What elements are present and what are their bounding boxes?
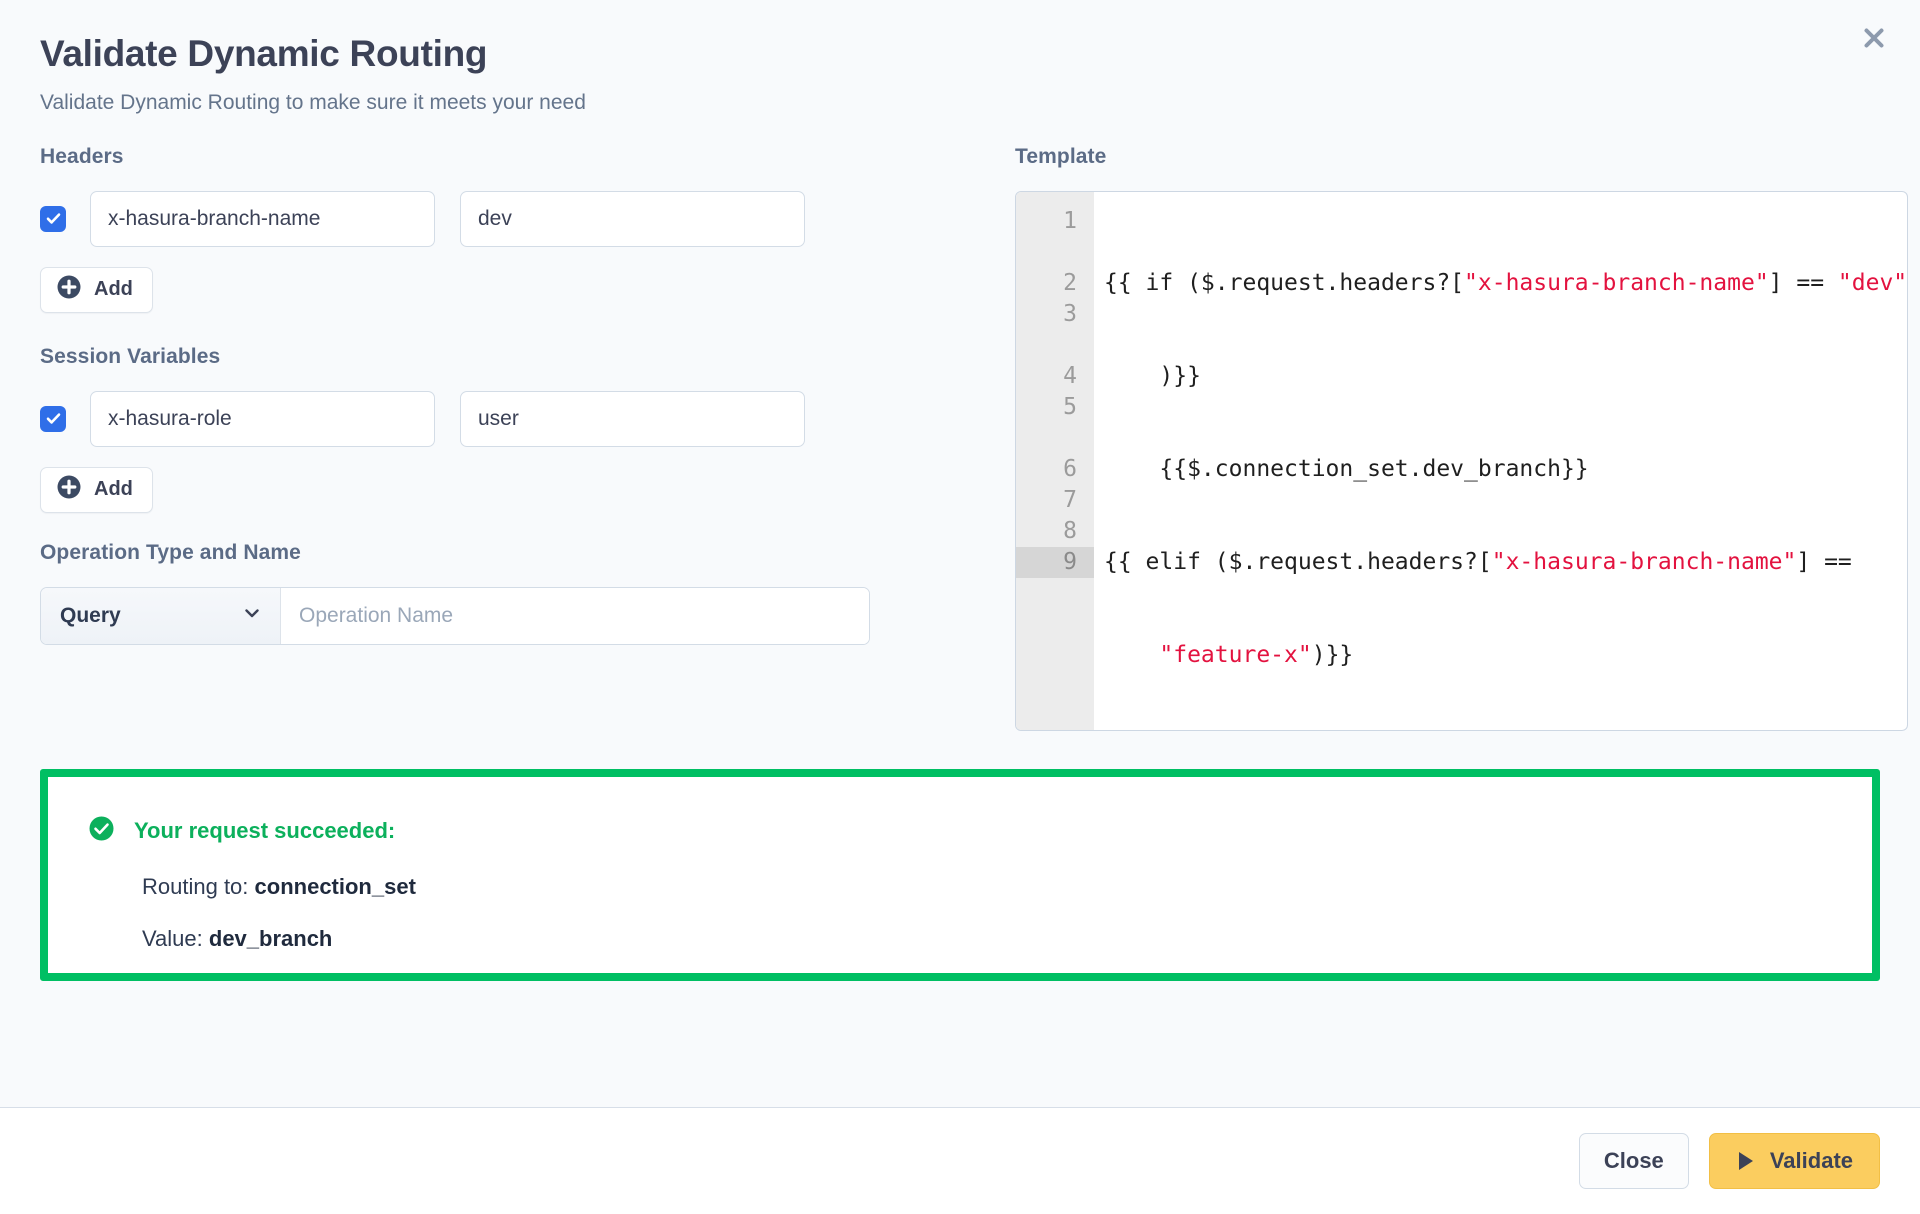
template-code-editor[interactable]: 1 2 3 4 5 6 7 8 9 {{ if ($.requ	[1015, 190, 1909, 731]
line-number: 6	[1063, 455, 1077, 482]
form-column: Headers	[40, 145, 970, 731]
operation-type-value: Query	[60, 603, 121, 627]
header-row-checkbox[interactable]	[40, 205, 66, 232]
line-number: 1	[1063, 207, 1077, 234]
add-header-label: Add	[94, 278, 133, 301]
chevron-down-icon	[241, 602, 263, 630]
close-icon	[1861, 25, 1887, 51]
check-icon	[45, 410, 62, 427]
code-line: )}}	[1104, 362, 1201, 389]
line-number: 3	[1063, 300, 1077, 327]
dialog-header: Validate Dynamic Routing Validate Dynami…	[0, 0, 1920, 115]
header-value-input[interactable]	[460, 190, 805, 247]
operation-name-input[interactable]	[281, 587, 869, 644]
check-icon	[45, 210, 62, 227]
line-number-blank	[1016, 330, 1094, 361]
line-number: 5	[1063, 393, 1077, 420]
code-line: {{ elif ($.request.headers?["x-hasura-br…	[1104, 548, 1852, 575]
line-number: 2	[1063, 269, 1077, 296]
session-variables-label: Session Variables	[40, 344, 221, 368]
code-line: "feature-x")}}	[1159, 641, 1354, 668]
line-number-blank	[1016, 423, 1094, 454]
success-banner-heading: Your request succeeded:	[88, 815, 1872, 847]
header-row	[40, 190, 970, 247]
editor-gutter: 1 2 3 4 5 6 7 8 9	[1016, 191, 1094, 730]
routing-to-line: Routing to: connection_set	[142, 874, 1872, 900]
header-key-input[interactable]	[90, 190, 435, 247]
line-number: 8	[1063, 517, 1077, 544]
operation-type-select[interactable]: Query	[41, 587, 281, 644]
result-banner-wrapper: Your request succeeded: Routing to: conn…	[40, 768, 1880, 987]
template-label: Template	[1015, 144, 1107, 168]
operation-label: Operation Type and Name	[40, 540, 301, 564]
validate-button-label: Validate	[1769, 1148, 1853, 1173]
dialog-body: Headers	[0, 115, 1920, 1107]
session-variable-row-checkbox[interactable]	[40, 405, 66, 432]
editor-code-area[interactable]: {{ if ($.request.headers?["x-hasura-bran…	[1094, 192, 1907, 730]
routing-to-label: Routing to:	[142, 873, 249, 899]
line-number: 7	[1063, 486, 1077, 513]
play-icon	[1736, 1150, 1756, 1172]
operation-section: Operation Type and Name Query	[40, 541, 970, 645]
headers-label: Headers	[40, 144, 124, 168]
close-dialog-button[interactable]	[1852, 16, 1896, 60]
code-line: {{ if ($.request.headers?["x-hasura-bran…	[1104, 269, 1908, 296]
line-number-blank	[1016, 237, 1094, 268]
headers-section: Headers	[40, 145, 970, 313]
session-variable-key-input[interactable]	[90, 390, 435, 447]
line-number: 4	[1063, 362, 1077, 389]
success-heading-text: Your request succeeded:	[134, 817, 396, 843]
add-session-variable-button[interactable]: Add	[40, 466, 153, 513]
operation-row: Query	[40, 586, 870, 645]
validate-button[interactable]: Validate	[1708, 1133, 1880, 1189]
value-label: Value:	[142, 925, 203, 951]
template-column: Template 1 2 3 4 5 6 7 8 9	[970, 144, 1909, 731]
page-title: Validate Dynamic Routing	[40, 33, 488, 74]
dialog-footer: Close Validate	[0, 1107, 1920, 1214]
value-line: Value: dev_branch	[142, 926, 1872, 952]
session-variable-value-input[interactable]	[460, 390, 805, 447]
routing-to-value: connection_set	[254, 873, 416, 899]
success-banner: Your request succeeded: Routing to: conn…	[40, 768, 1880, 981]
code-line: {{$.connection_set.dev_branch}}	[1104, 455, 1589, 482]
add-header-button[interactable]: Add	[40, 266, 153, 313]
check-circle-icon	[88, 815, 115, 847]
plus-circle-icon	[56, 274, 82, 306]
line-number-active: 9	[1016, 546, 1094, 578]
plus-circle-icon	[56, 474, 82, 506]
close-button[interactable]: Close	[1578, 1133, 1689, 1189]
session-variable-row	[40, 390, 970, 447]
session-variables-section: Session Variables	[40, 345, 970, 513]
value-value: dev_branch	[208, 925, 333, 951]
page-subtitle: Validate Dynamic Routing to make sure it…	[40, 90, 586, 114]
add-session-variable-label: Add	[94, 478, 133, 501]
